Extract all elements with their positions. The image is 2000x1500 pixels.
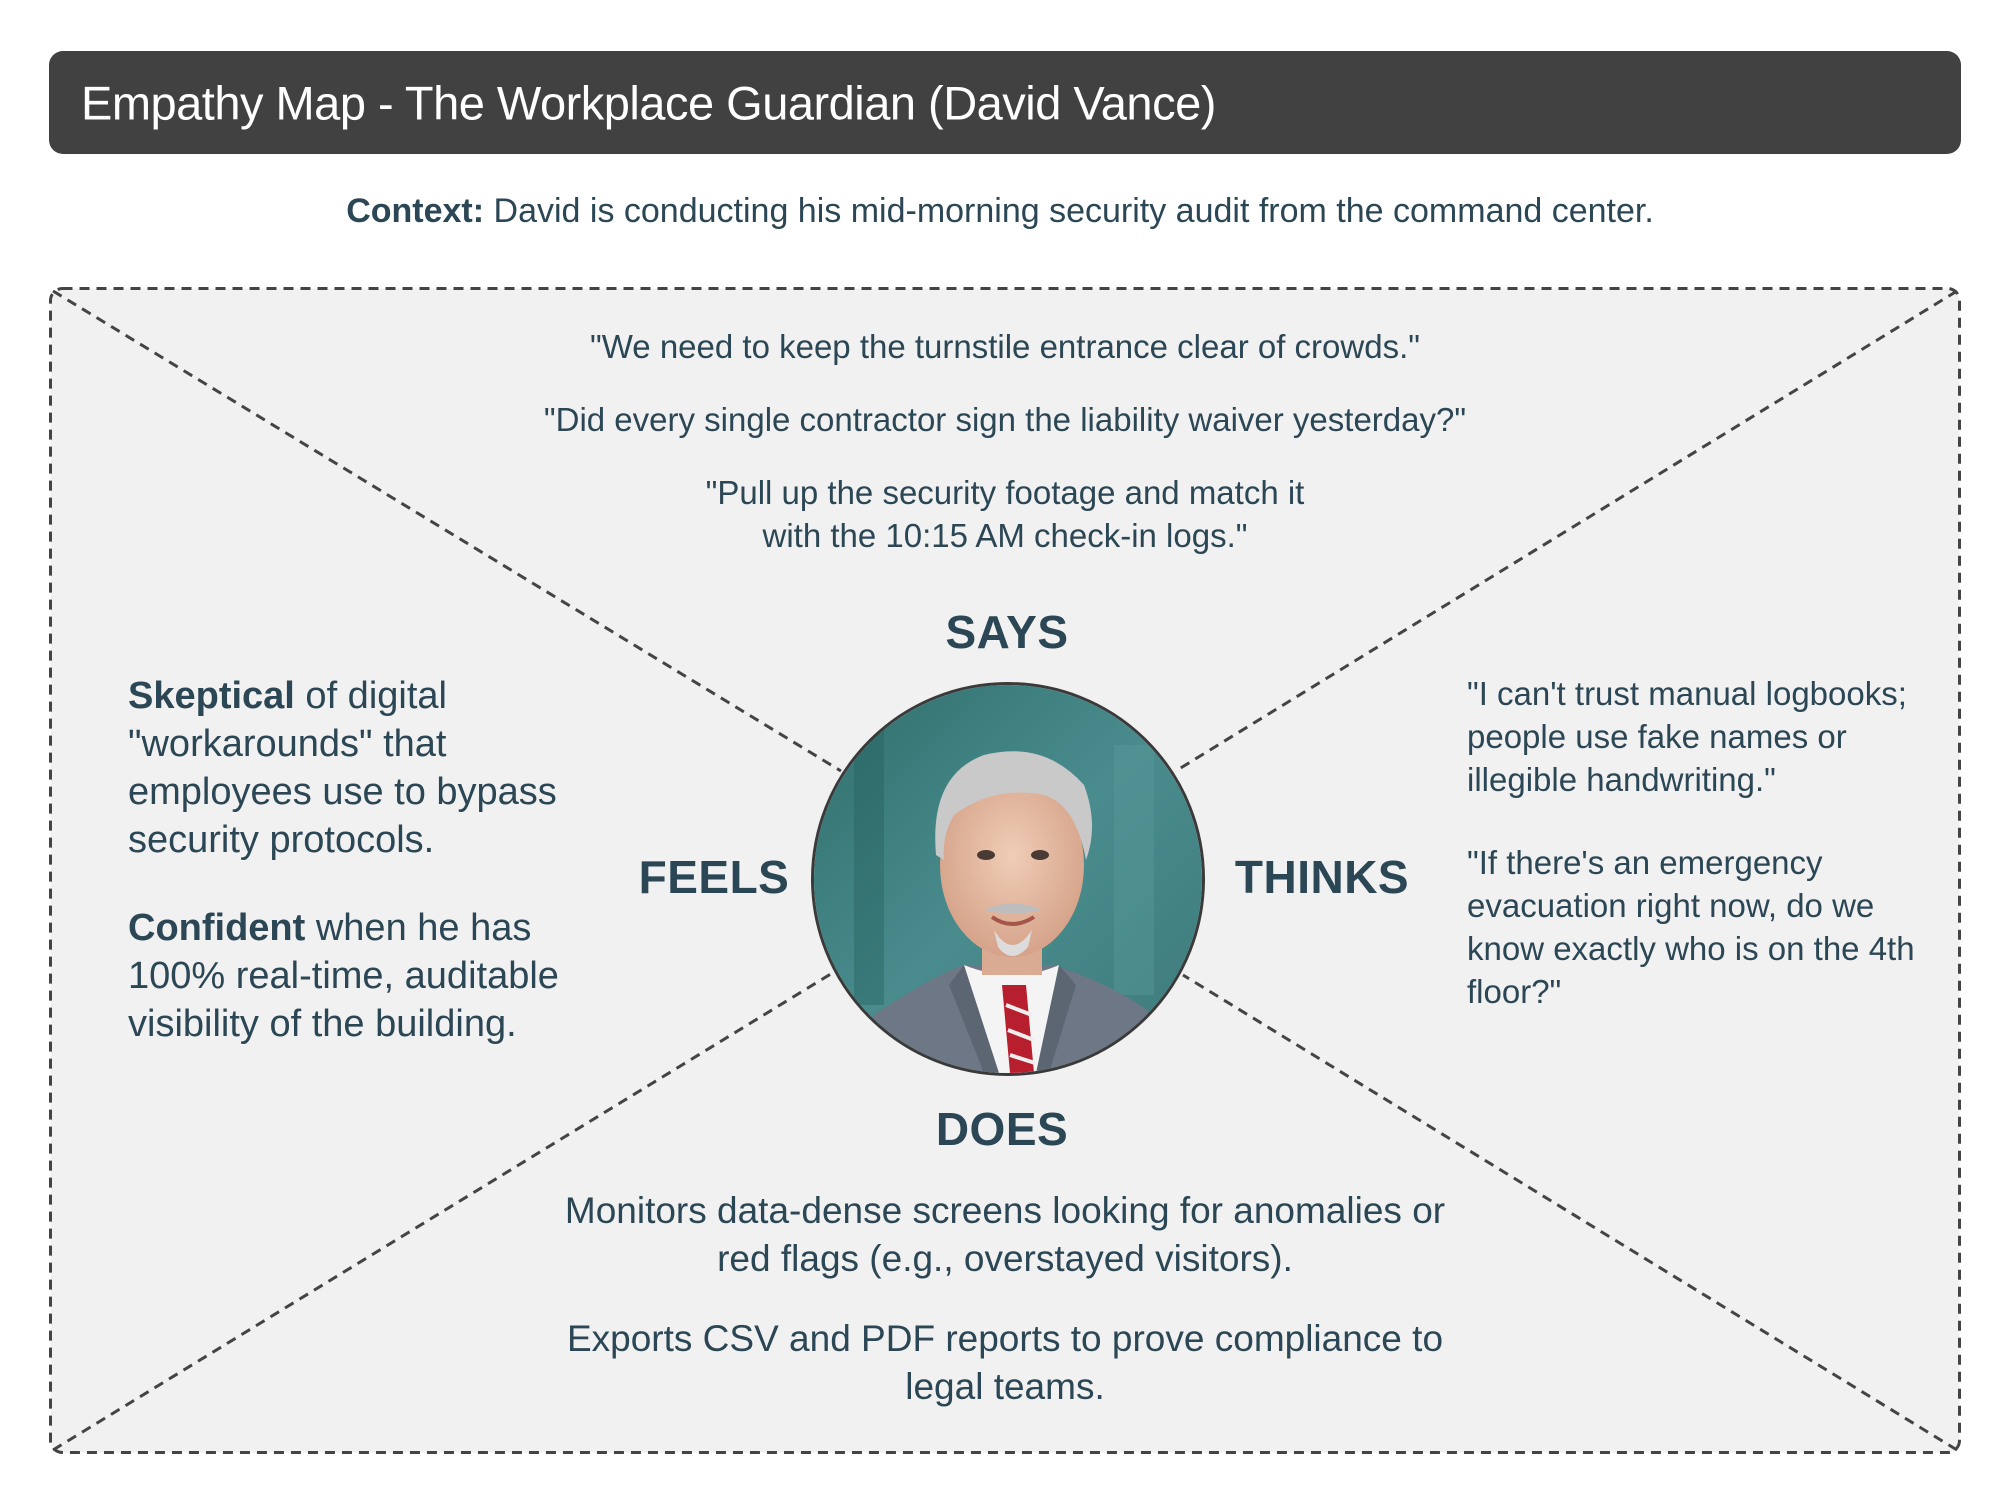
divider-bottom-right xyxy=(1182,973,1958,1452)
says-content: "We need to keep the turnstile entrance … xyxy=(449,325,1561,587)
does-item: Exports CSV and PDF reports to prove com… xyxy=(566,1318,1444,1407)
feels-content: Skeptical of digital "workarounds" that … xyxy=(128,672,598,1088)
thinks-label: THINKS xyxy=(1234,851,1410,903)
persona-photo xyxy=(814,685,1202,1073)
feels-item: Skeptical of digital "workarounds" that … xyxy=(128,672,598,864)
does-item: Monitors data-dense screens looking for … xyxy=(564,1190,1446,1279)
says-quote: "Did every single contractor sign the li… xyxy=(543,401,1467,438)
feels-keyword: Skeptical xyxy=(128,675,295,717)
divider-top-left xyxy=(52,289,842,773)
context-line: Context: David is conducting his mid-mor… xyxy=(0,192,2000,231)
feels-keyword: Confident xyxy=(128,907,306,949)
context-text: David is conducting his mid-morning secu… xyxy=(484,192,1654,230)
page-title: Empathy Map - The Workplace Guardian (Da… xyxy=(81,76,1216,129)
title-bar: Empathy Map - The Workplace Guardian (Da… xyxy=(49,51,1961,154)
persona-avatar xyxy=(811,682,1205,1076)
feels-item: Confident when he has 100% real-time, au… xyxy=(128,904,598,1048)
feels-text: when he has 100% real-time, auditable vi… xyxy=(128,907,559,1045)
feels-label: FEELS xyxy=(638,851,790,903)
empathy-map: "We need to keep the turnstile entrance … xyxy=(49,287,1961,1454)
context-label: Context: xyxy=(346,192,485,230)
says-quote: "We need to keep the turnstile entrance … xyxy=(590,328,1420,365)
thinks-content: "I can't trust manual logbooks; people u… xyxy=(1467,672,1927,1053)
does-label: DOES xyxy=(935,1103,1069,1155)
thinks-quote: "If there's an emergency evacuation righ… xyxy=(1467,844,1915,1010)
feels-text: of digital "workarounds" that employees … xyxy=(128,675,557,861)
thinks-quote: "I can't trust manual logbooks; people u… xyxy=(1467,675,1907,798)
does-content: Monitors data-dense screens looking for … xyxy=(499,1187,1511,1443)
says-label: SAYS xyxy=(945,606,1069,658)
says-quote: "Pull up the security footage and match … xyxy=(705,474,1305,554)
